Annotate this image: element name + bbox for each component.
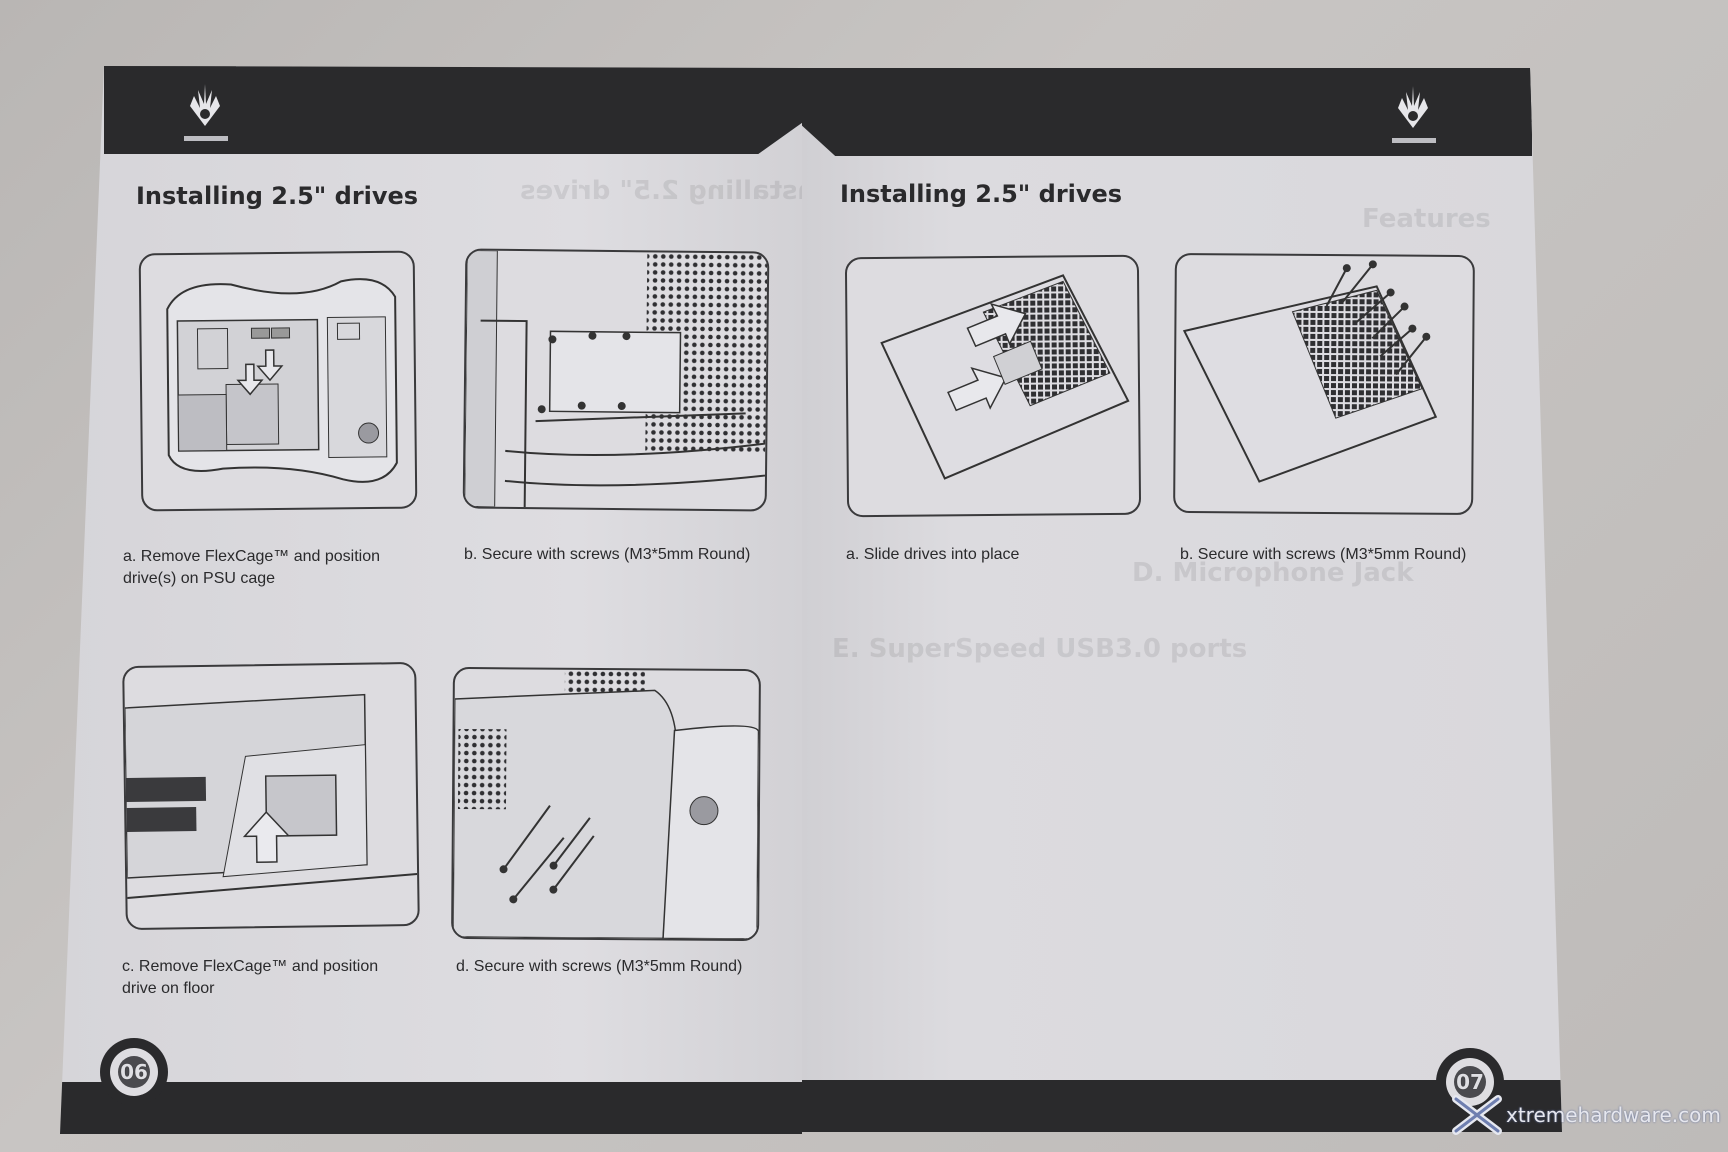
left-bottom-band [60,1082,802,1134]
watermark: xtremehardware.com [1450,1093,1721,1137]
step-caption-a: a. Remove FlexCage™ and position drive(s… [123,546,380,590]
right-bottom-band [802,1080,1562,1132]
bleedthrough-text: Features [1362,204,1491,234]
page-number: 07 [1456,1070,1484,1094]
illustration-panel-screws [1173,252,1475,516]
step-caption-slide: a. Slide drives into place [846,544,1019,566]
x-logo-icon [1452,1095,1502,1135]
caption-line: c. Remove FlexCage™ and position [122,958,379,975]
illustration-panel-c [122,661,420,931]
right-top-band-tail [802,122,1418,156]
caption-line: d. Secure with screws (M3*5mm Round) [456,958,743,975]
step-caption-screws: b. Secure with screws (M3*5mm Round) [1180,544,1466,566]
bleedthrough-text: Installing 2.5" drives [520,176,802,206]
caption-line: b. Secure with screws (M3*5mm Round) [1180,546,1467,563]
bleedthrough-text: E. SuperSpeed USB3.0 ports [832,634,1248,664]
right-page: Installing 2.5" drives Features D. Micro… [802,68,1562,1132]
illustration-panel-slide [844,254,1142,518]
step-caption-c: c. Remove FlexCage™ and position drive o… [122,956,378,1000]
watermark-text: xtremehardware.com [1506,1103,1721,1127]
caption-line: a. Remove FlexCage™ and position [123,548,381,565]
page-number-badge: 06 [96,1034,172,1110]
bleedthrough-text: D. Microphone Jack [1132,558,1414,588]
step-caption-d: d. Secure with screws (M3*5mm Round) [456,956,742,978]
caption-line: b. Secure with screws (M3*5mm Round) [464,546,751,563]
illustration-panel-d [451,666,761,942]
bitfenix-logo-icon [1378,78,1448,150]
page-title: Installing 2.5" drives [136,182,419,210]
left-page: Installing 2.5" drives Installing 2.5" d… [60,66,802,1134]
caption-line: drive on floor [122,980,215,997]
page-title: Installing 2.5" drives [840,180,1123,208]
bitfenix-logo-icon [170,76,240,148]
caption-line: a. Slide drives into place [846,546,1020,563]
left-top-band-tail [210,120,802,154]
step-caption-b: b. Secure with screws (M3*5mm Round) [464,544,750,566]
caption-line: drive(s) on PSU cage [123,570,276,587]
illustration-panel-a [138,250,418,512]
page-number: 06 [120,1060,148,1084]
illustration-panel-b [462,248,770,512]
